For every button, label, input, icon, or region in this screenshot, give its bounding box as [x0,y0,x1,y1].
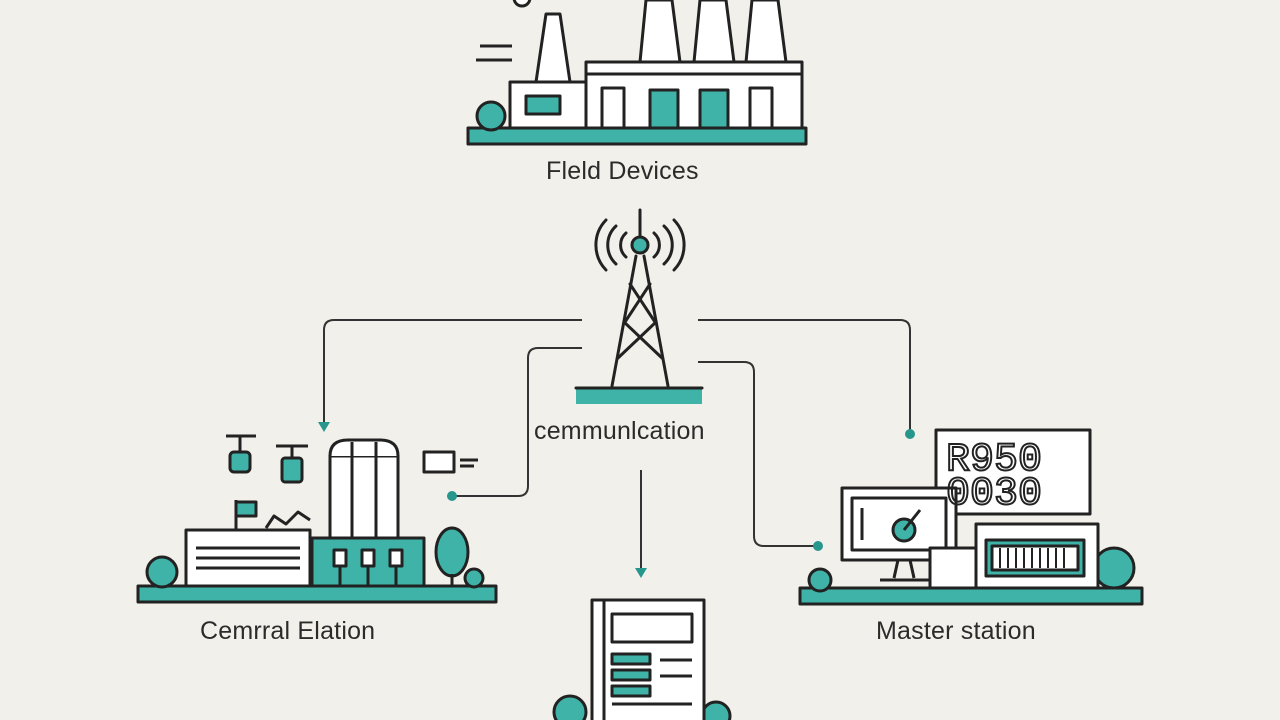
central-station-label: Cemrral Elation [200,617,376,645]
connector-endpoints [318,422,915,578]
factory-icon [466,0,808,146]
control-room-computers-icon [798,428,1144,606]
industrial-plant-icon [136,434,498,604]
display-readout: R950 0030 [945,437,1043,518]
master-station-label: Master station [876,617,1036,645]
server-rack-icon [552,598,732,720]
communication-label: cemmunlcation [534,417,705,445]
connector-lines [323,319,911,570]
radio-tower-icon [574,208,704,404]
display-row-1: R950 [946,438,1042,483]
display-row-2: 0030 [946,472,1042,517]
field-devices-label: Fleld Devices [546,157,699,185]
